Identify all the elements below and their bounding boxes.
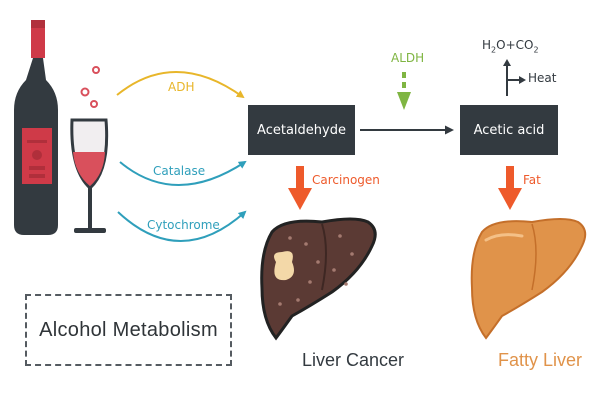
water-co2-label: H2O+CO2 [482, 38, 539, 55]
catalase-label: Catalase [153, 164, 206, 178]
wine-bottle-icon [14, 20, 58, 235]
liver-cancer-label: Liver Cancer [302, 350, 405, 370]
fatty-liver-label: Fatty Liver [498, 350, 583, 370]
acetic-acid-box: Acetic acid [460, 105, 558, 155]
heat-label: Heat [528, 71, 557, 85]
bubbles-icon [80, 66, 100, 108]
aldh-label: ALDH [391, 51, 425, 65]
cytochrome-label: Cytochrome [147, 218, 220, 232]
carcinogen-label: Carcinogen [312, 173, 380, 187]
fat-label: Fat [523, 173, 541, 187]
heat-branch-arrow [503, 59, 526, 96]
title-frame: Alcohol Metabolism [25, 294, 232, 366]
page-title: Alcohol Metabolism [39, 318, 218, 341]
cytochrome-arrow [117, 210, 247, 242]
fat-down-arrow [498, 166, 522, 210]
acetic-acid-label: Acetic acid [473, 122, 545, 138]
adh-label: ADH [168, 80, 195, 94]
adh-arrow [116, 71, 245, 99]
acetaldehyde-box: Acetaldehyde [248, 105, 355, 155]
aldh-arrow [397, 72, 411, 110]
catalase-arrow [119, 160, 247, 186]
acetaldehyde-label: Acetaldehyde [257, 122, 346, 138]
diseased-liver-icon [260, 217, 377, 341]
wine-glass-icon [70, 118, 109, 233]
carcinogen-down-arrow [288, 166, 312, 210]
fatty-liver-icon [470, 218, 587, 340]
